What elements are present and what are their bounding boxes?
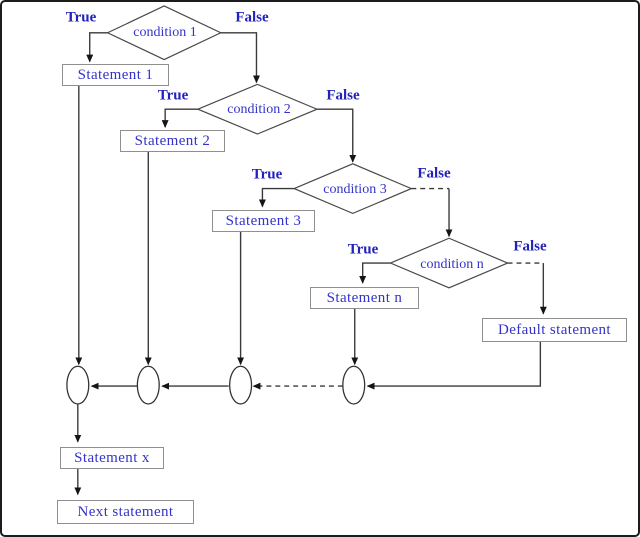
statement-1-box: Statement 1 [62, 64, 169, 86]
connector-cond3-true [258, 187, 295, 208]
default-statement-box: Default statement [482, 318, 627, 342]
join-oval-4 [342, 365, 366, 405]
connector-cond2-false [317, 108, 357, 163]
cond3-true-label: True [251, 166, 283, 183]
connector-cond2-true [161, 108, 198, 129]
join-oval-2 [136, 365, 160, 405]
join-oval-1 [66, 365, 90, 405]
connector-default-to-join4 [366, 339, 542, 390]
cond1-true-label: True [65, 9, 97, 26]
statement-3-box: Statement 3 [212, 210, 315, 232]
connector-condn-true [359, 262, 391, 284]
cond1-false-label: False [235, 9, 269, 26]
condition-2-label: condition 2 [227, 102, 291, 117]
statement-x-box: Statement x [60, 447, 164, 469]
condition-n-label: condition n [420, 257, 484, 272]
next-statement-box: Next statement [57, 500, 194, 524]
condn-false-label: False [513, 238, 547, 255]
statement-n-box: Statement n [310, 287, 419, 309]
connector-cond1-false [220, 32, 260, 84]
cond2-false-label: False [326, 87, 360, 104]
statement-2-box: Statement 2 [120, 130, 225, 152]
cond3-false-label: False [417, 165, 451, 182]
connector-cond1-true [86, 32, 108, 63]
condition-1-label: condition 1 [133, 25, 197, 40]
join-oval-3 [229, 365, 253, 405]
cond2-true-label: True [157, 87, 189, 104]
condn-true-label: True [347, 241, 379, 258]
condition-3-label: condition 3 [323, 182, 387, 197]
